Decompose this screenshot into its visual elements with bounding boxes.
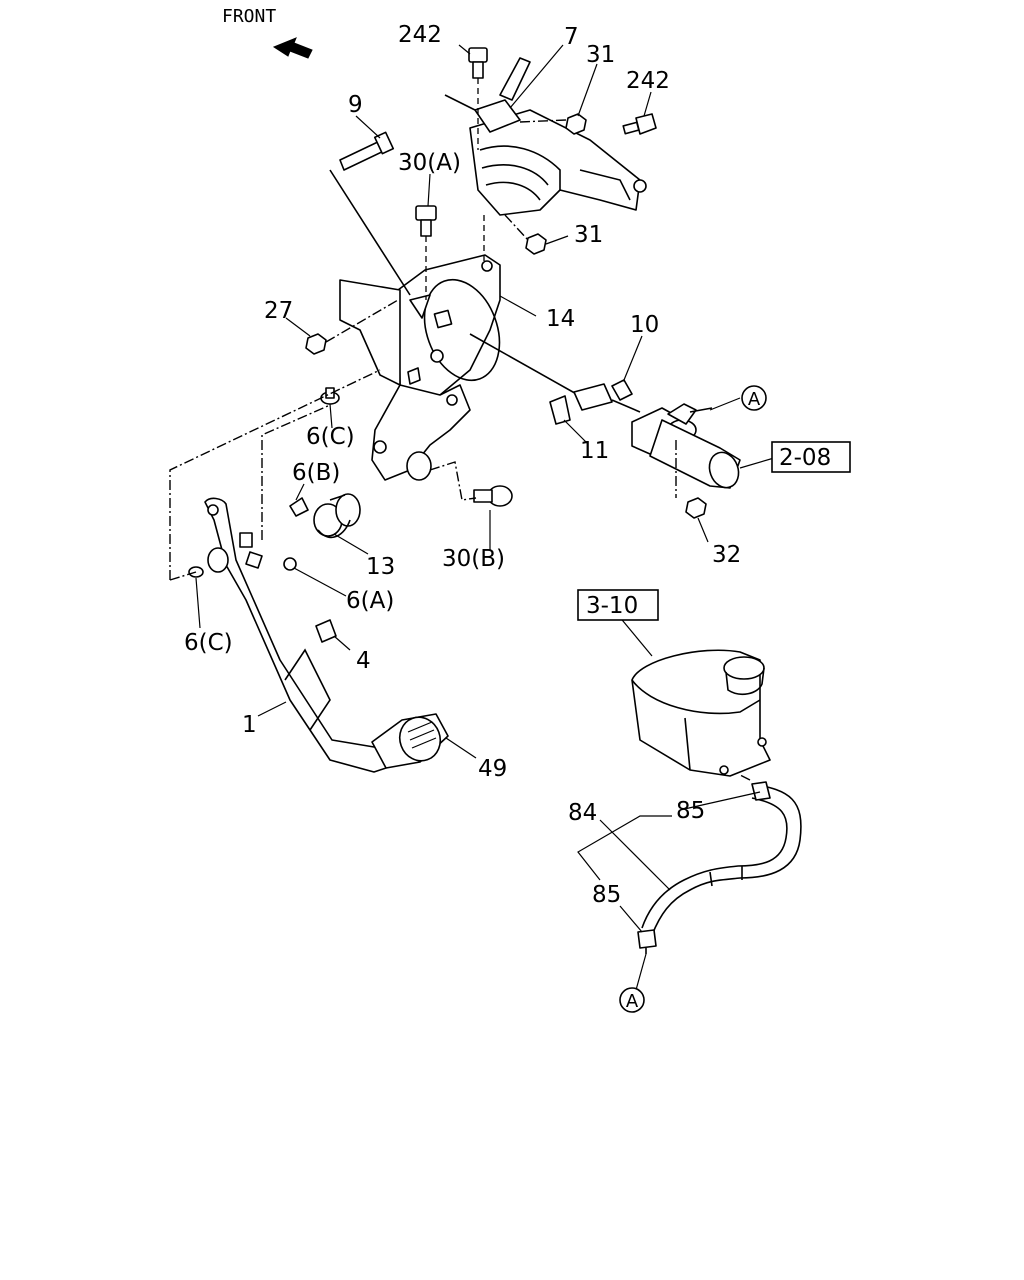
callout-30a: 30(A) (398, 150, 461, 176)
pedal-bracket (339, 254, 501, 481)
callout-31-top: 31 (586, 42, 615, 68)
connector-a-upper: A (741, 385, 767, 411)
clutch-pedal-arm (204, 497, 387, 773)
bolt-242-top (468, 47, 488, 79)
callout-32: 32 (712, 542, 741, 568)
callout-10: 10 (630, 312, 659, 338)
nut-32 (685, 497, 707, 519)
callout-11: 11 (580, 438, 609, 464)
callout-7: 7 (564, 24, 579, 50)
pedal-pad-49 (371, 713, 449, 769)
callout-6b: 6(B) (292, 460, 340, 486)
callout-1: 1 (242, 712, 257, 738)
hose-84 (641, 774, 802, 936)
bushing-6b (289, 497, 309, 517)
callout-9: 9 (348, 92, 363, 118)
callout-84: 84 (568, 800, 597, 826)
nut-27 (305, 333, 327, 355)
callout-85-bottom: 85 (592, 882, 621, 908)
callout-242-right: 242 (626, 68, 670, 94)
callout-85-top: 85 (676, 798, 705, 824)
bolt-9 (339, 131, 395, 171)
callout-27: 27 (264, 298, 293, 324)
callout-49: 49 (478, 756, 507, 782)
callout-242-top: 242 (398, 22, 442, 48)
fitting-10 (611, 379, 633, 401)
front-label: FRONT (222, 6, 276, 27)
bolt-242-right (622, 113, 657, 135)
front-arrow-icon (272, 37, 313, 59)
return-spring-13 (313, 493, 361, 539)
reference-box-2-08: 2-08 (771, 441, 851, 473)
hose-clamp-85-top (751, 781, 771, 801)
push-rod-stud (433, 309, 453, 329)
clevis-11 (549, 383, 613, 425)
clip-4 (315, 619, 337, 643)
callout-30b: 30(B) (442, 546, 505, 572)
leader-lines (195, 44, 775, 991)
callout-6a: 6(A) (346, 588, 394, 614)
nut-31-mid (525, 233, 547, 255)
callout-31-mid: 31 (574, 222, 603, 248)
reference-label-3-10: 3-10 (586, 593, 638, 619)
bushing-6a (283, 557, 297, 571)
connector-a-upper-label: A (748, 389, 761, 410)
master-cylinder (611, 399, 741, 489)
reservoir-tank (631, 649, 771, 777)
nut-31-top (565, 113, 587, 135)
callout-14: 14 (546, 306, 575, 332)
connector-a-lower: A (619, 987, 645, 1013)
upper-bracket (444, 57, 647, 216)
hose-clamp-85-bottom (637, 929, 657, 954)
callout-6c-upper: 6(C) (306, 424, 355, 450)
bolt-30b (473, 485, 513, 507)
connector-a-lower-label: A (626, 991, 639, 1012)
callout-13: 13 (366, 554, 395, 580)
bolt-30a (415, 205, 437, 237)
callout-6c-lower: 6(C) (184, 630, 233, 656)
reference-label-2-08: 2-08 (779, 445, 831, 471)
callout-4: 4 (356, 648, 371, 674)
reference-box-3-10: 3-10 (577, 589, 659, 621)
